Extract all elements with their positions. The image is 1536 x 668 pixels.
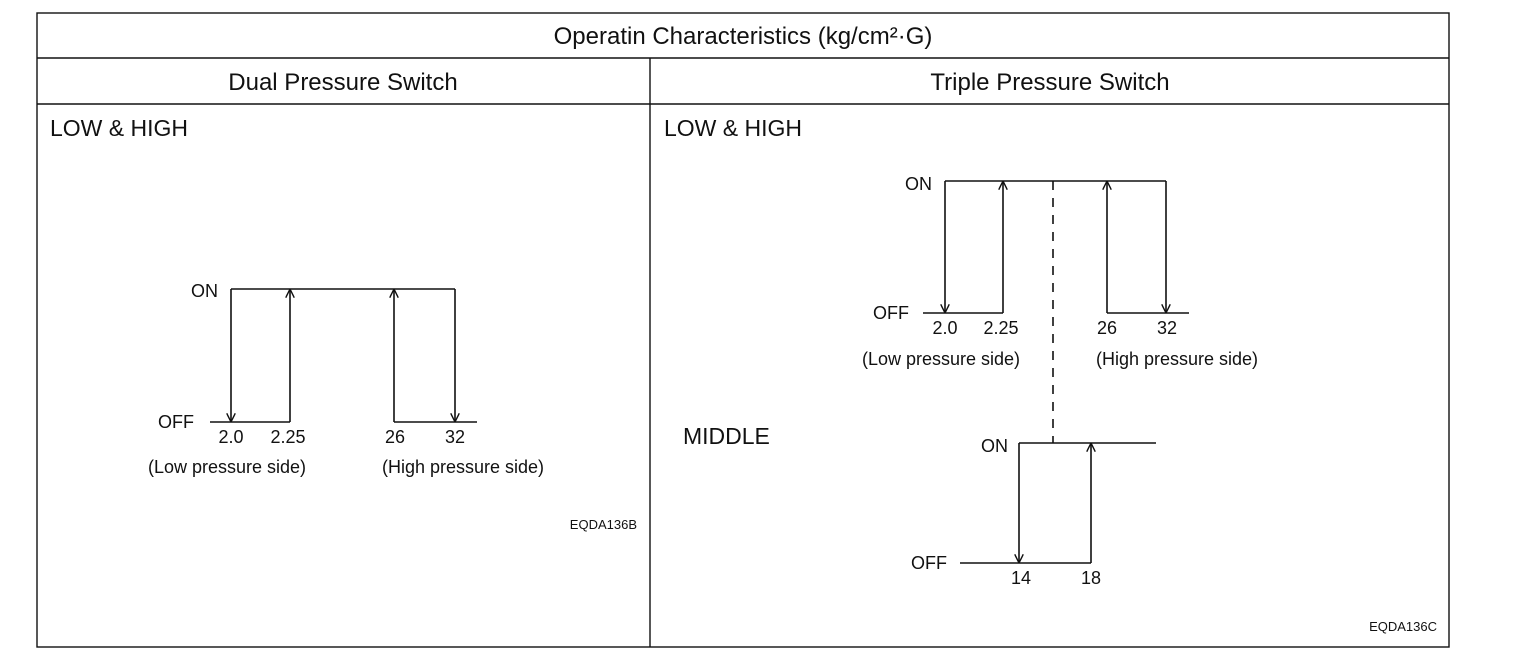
dual-on-label: ON	[191, 281, 218, 301]
table-title: Operatin Characteristics (kg/cm²·G)	[554, 23, 933, 50]
dual-low-pressure-caption: (Low pressure side)	[148, 457, 306, 477]
triple-value-14: 14	[1011, 568, 1031, 588]
triple-section-middle: MIDDLE	[683, 423, 770, 449]
triple-on-label: ON	[905, 174, 932, 194]
header-triple-pressure-switch: Triple Pressure Switch	[930, 69, 1169, 96]
triple-middle-on-label: ON	[981, 436, 1008, 456]
table-border	[36, 12, 1450, 648]
dual-section-low-high: LOW & HIGH	[50, 115, 188, 141]
header-dual-pressure-switch: Dual Pressure Switch	[228, 69, 457, 96]
triple-low-pressure-caption: (Low pressure side)	[862, 349, 1020, 369]
dual-high-pressure-caption: (High pressure side)	[382, 457, 544, 477]
dual-value-2-25: 2.25	[270, 427, 305, 447]
table-frame	[36, 12, 1450, 648]
dual-value-26: 26	[385, 427, 405, 447]
triple-middle-off-label: OFF	[911, 553, 947, 573]
dual-diagram: LOW & HIGH ON OFF 2.0 2.25 26 32 (Low pr…	[50, 115, 637, 532]
triple-off-label: OFF	[873, 303, 909, 323]
dual-value-2-0: 2.0	[218, 427, 243, 447]
dual-off-label: OFF	[158, 412, 194, 432]
dual-value-32: 32	[445, 427, 465, 447]
triple-section-low-high: LOW & HIGH	[664, 115, 802, 141]
triple-value-32: 32	[1157, 318, 1177, 338]
triple-high-pressure-caption: (High pressure side)	[1096, 349, 1258, 369]
dual-figure-code: EQDA136B	[570, 517, 637, 532]
triple-value-2-25: 2.25	[983, 318, 1018, 338]
triple-figure-code: EQDA136C	[1369, 619, 1437, 634]
triple-value-2-0: 2.0	[932, 318, 957, 338]
triple-diagram: LOW & HIGH ON OFF 2.0 2.25 26 32 (Low pr…	[664, 115, 1437, 634]
triple-value-26: 26	[1097, 318, 1117, 338]
triple-value-18: 18	[1081, 568, 1101, 588]
